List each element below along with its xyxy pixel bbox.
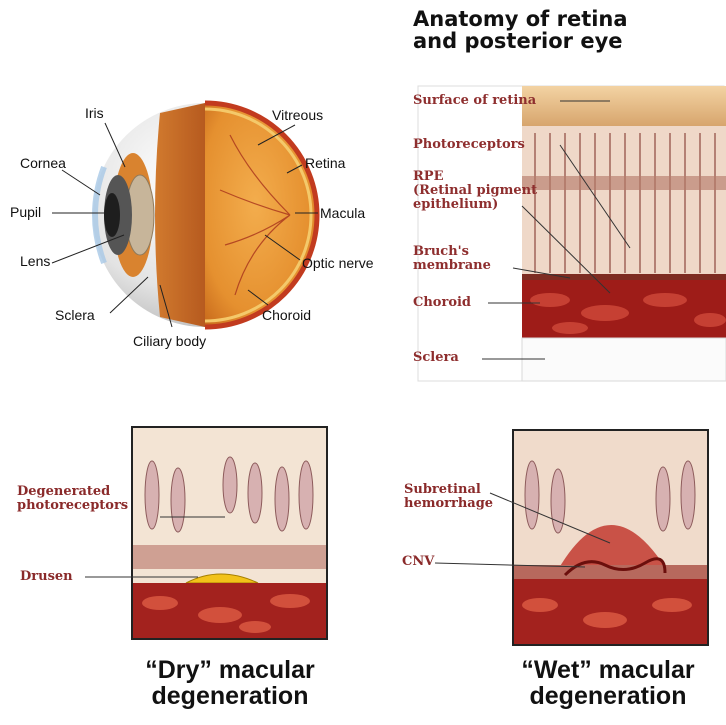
label-choroid: Choroid [262,307,311,323]
retina-anatomy-diagram: Anatomy of retina and posterior eye [410,8,726,390]
label-rpe-line2: (Retinal pigment [413,184,537,198]
label-pupil: Pupil [10,204,41,220]
label-lens: Lens [20,253,50,269]
label-ciliary-body: Ciliary body [133,333,206,349]
label-bruch-line2: membrane [413,259,491,273]
eye-illustration [0,95,400,365]
retina-title: Anatomy of retina and posterior eye [413,8,628,52]
label-drusen: Drusen [20,570,73,584]
label-degenerated-line1: Degenerated [17,485,128,499]
label-degenerated-photoreceptors: Degenerated photoreceptors [17,485,128,513]
label-photoreceptors: Photoreceptors [413,138,525,152]
label-subretinal-line1: Subretinal [404,483,493,497]
wet-caption: “Wet” macular degeneration [490,657,726,709]
dry-amd-illustration [0,415,362,655]
label-cornea: Cornea [20,155,66,171]
retina-title-line1: Anatomy of retina [413,8,628,30]
label-rpe: RPE (Retinal pigment epithelium) [413,170,537,212]
wet-amd-illustration [380,415,726,655]
label-optic-nerve: Optic nerve [302,255,374,271]
dry-caption-line2: degeneration [110,683,350,709]
wet-amd-diagram: Subretinal hemorrhage CNV “Wet” macular … [380,415,726,725]
vitreous-shape [205,103,317,327]
retina-title-line2: and posterior eye [413,30,628,52]
eye-diagram: Iris Vitreous Cornea Retina Pupil Macula… [0,95,400,365]
dry-caption-line1: “Dry” macular [110,657,350,683]
label-surface-of-retina: Surface of retina [413,94,536,108]
label-degenerated-line2: photoreceptors [17,499,128,513]
pupil-shape [104,193,120,237]
label-retina: Retina [305,155,345,171]
label-subretinal-hemorrhage: Subretinal hemorrhage [404,483,493,511]
dry-amd-diagram: Degenerated photoreceptors Drusen “Dry” … [0,415,362,725]
dry-rpe-band [133,545,326,569]
label-bruchs-membrane: Bruch's membrane [413,245,491,273]
label-iris: Iris [85,105,104,121]
label-rpe-line1: RPE [413,170,537,184]
label-rpe-line3: epithelium) [413,198,537,212]
label-choroid-layer: Choroid [413,296,471,310]
wet-caption-line2: degeneration [490,683,726,709]
wet-caption-line1: “Wet” macular [490,657,726,683]
dry-caption: “Dry” macular degeneration [110,657,350,709]
surface-layer [522,86,726,126]
label-macula: Macula [320,205,365,221]
label-sclera: Sclera [55,307,95,323]
label-bruch-line1: Bruch's [413,245,491,259]
label-subretinal-line2: hemorrhage [404,497,493,511]
label-sclera-layer: Sclera [413,351,459,365]
photoreceptor-layer [522,126,726,276]
sclera-layer [522,338,726,381]
rpe-band [522,176,726,190]
label-vitreous: Vitreous [272,107,323,123]
label-cnv: CNV [402,555,434,569]
retina-block-illustration [410,78,726,390]
